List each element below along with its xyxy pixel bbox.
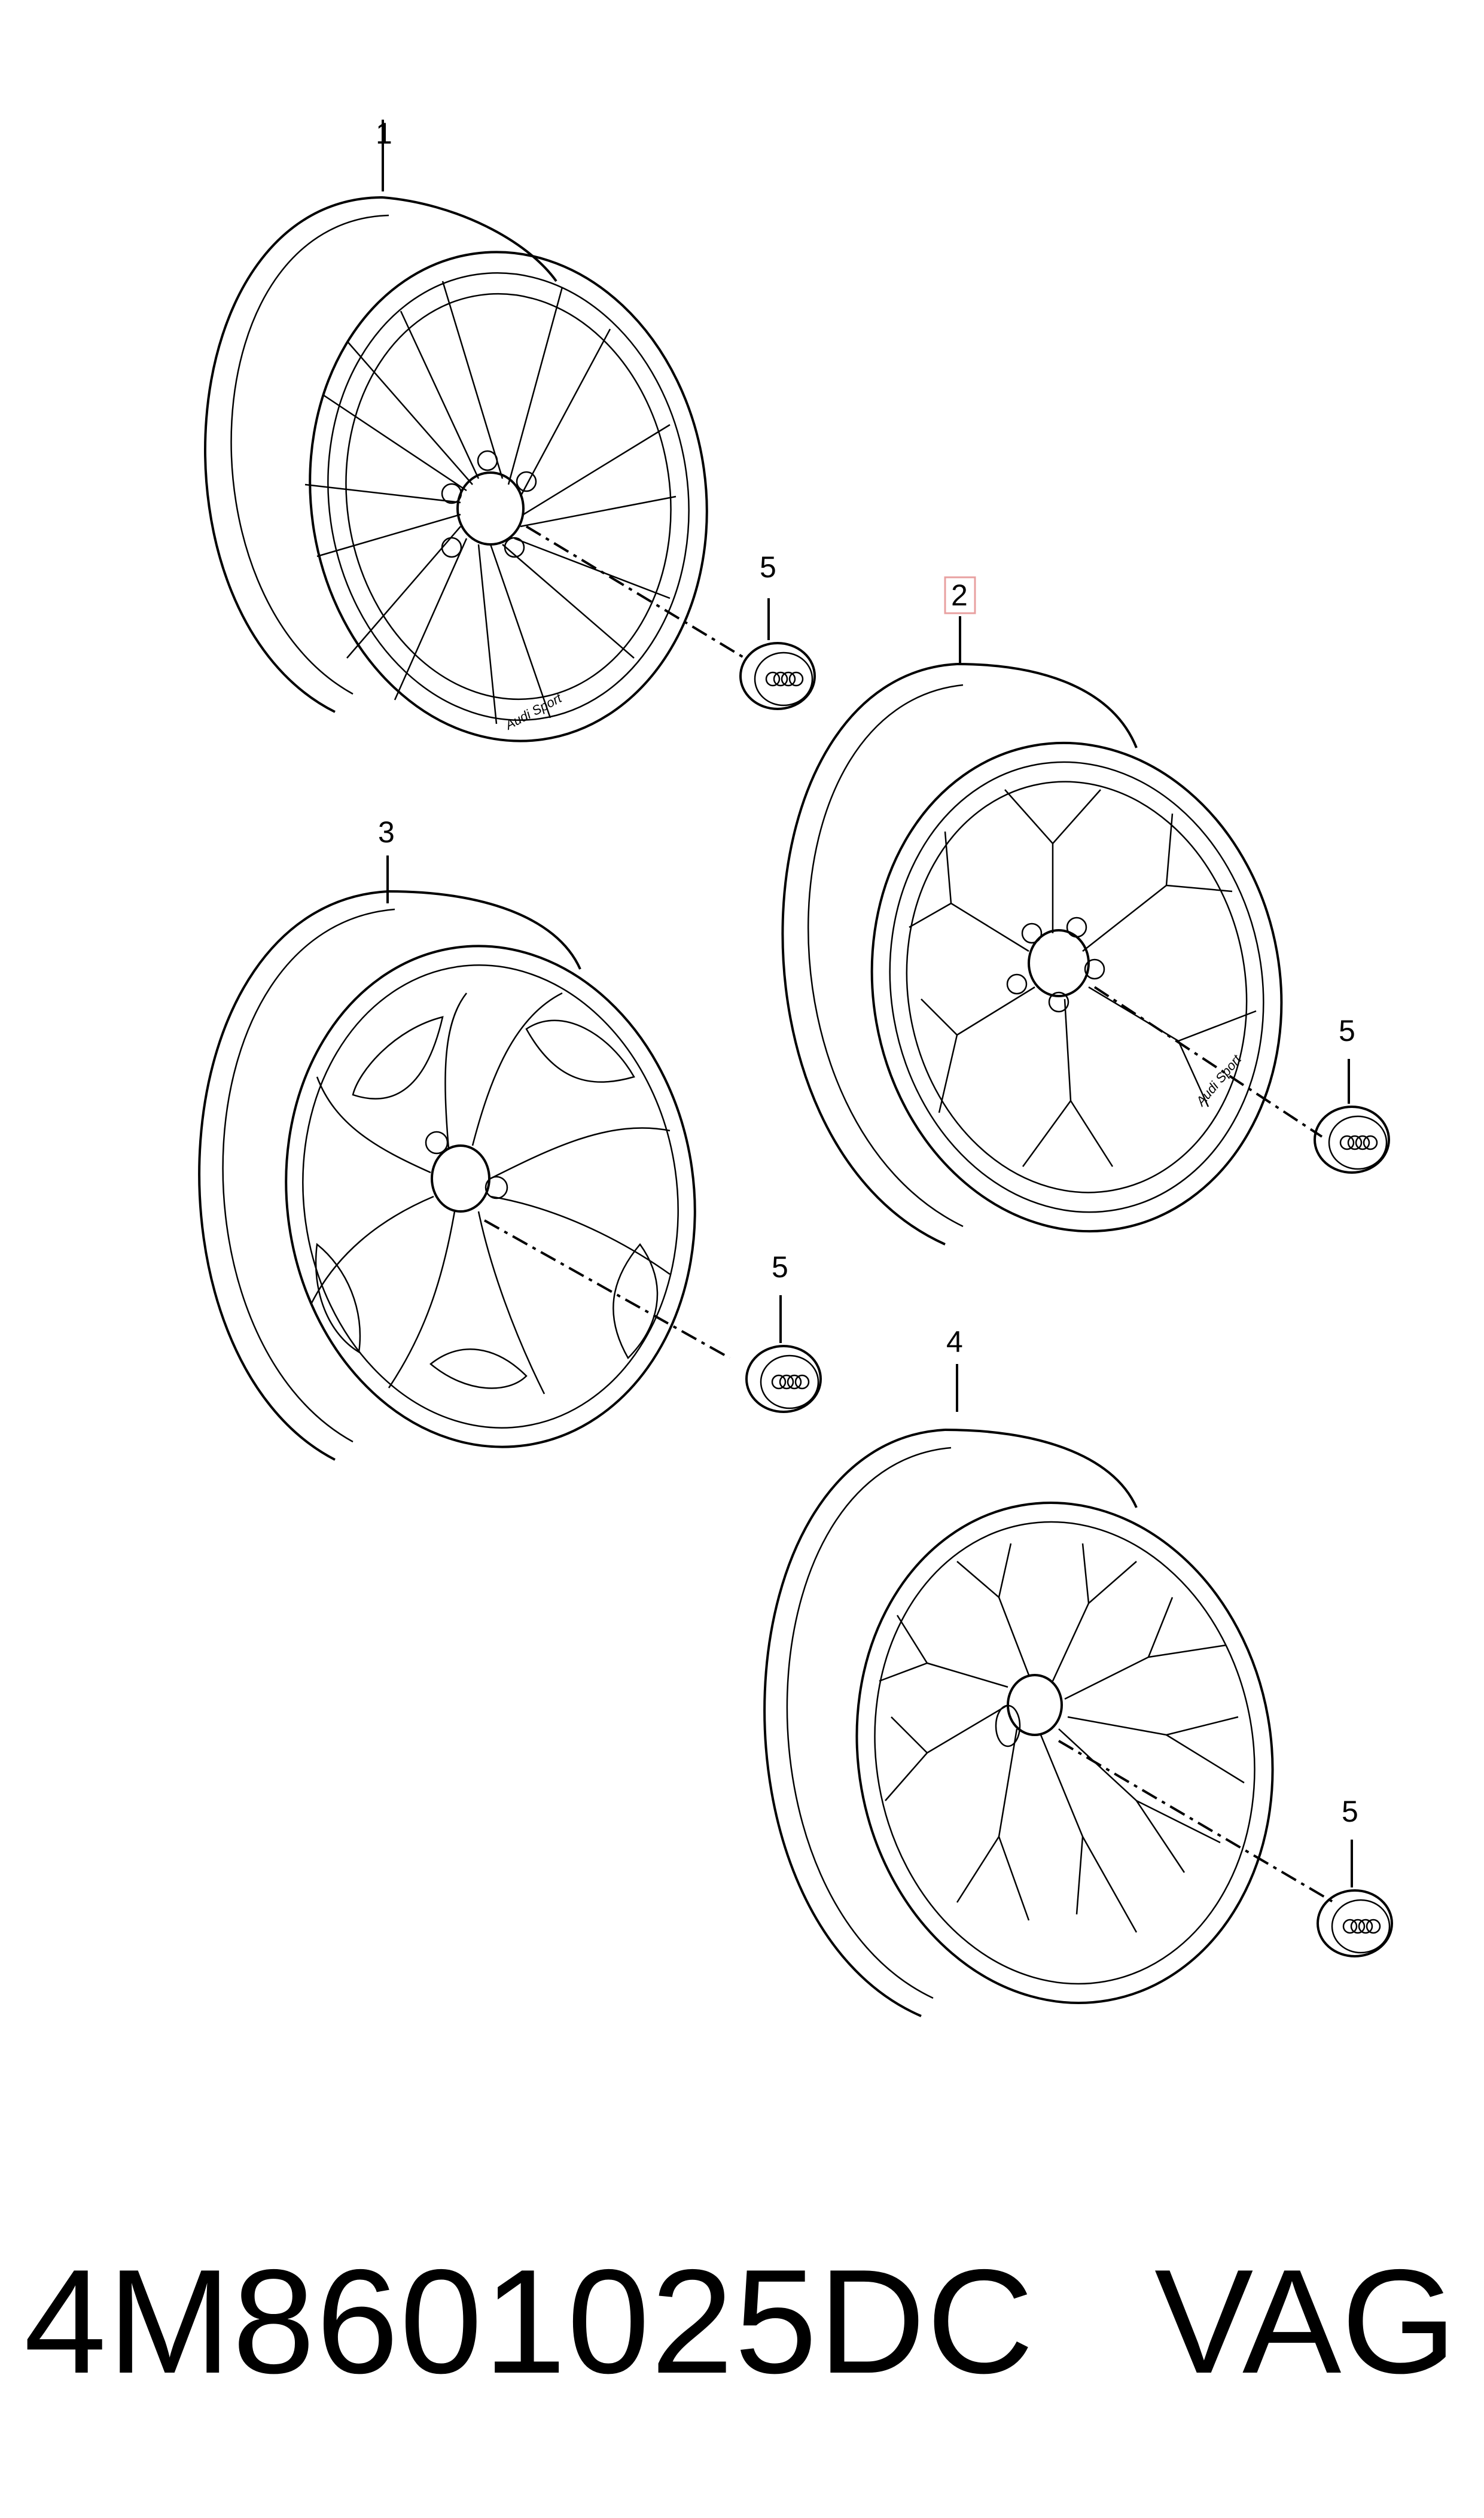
- callout-5d: 5: [1342, 1795, 1358, 1828]
- callout-3: 3: [378, 815, 395, 849]
- footer: 4M8601025DC VAG: [0, 2237, 1484, 2405]
- callout-5c: 5: [772, 1250, 788, 1284]
- center-cap-wheel-2: [1314, 1106, 1390, 1174]
- center-cap-wheel-3: [745, 1345, 822, 1413]
- wheel-1-spokes: [304, 281, 677, 724]
- wheel-1: Audi Sport: [204, 196, 746, 742]
- callout-5a: 5: [760, 550, 776, 584]
- manufacturer: VAG: [1154, 2238, 1457, 2404]
- callout-2: 2: [951, 578, 968, 612]
- wheel-3: [198, 890, 730, 1461]
- wheel-3-spokes: [310, 992, 671, 1395]
- center-cap-wheel-1: [739, 642, 816, 710]
- part-number: 4M8601025DC: [24, 2238, 1035, 2404]
- callout-1: 1: [376, 117, 392, 150]
- callout-5b: 5: [1339, 1014, 1355, 1048]
- wheel-4-spokes: [879, 1543, 1245, 1933]
- wheel-1-brand: Audi Sport: [502, 690, 565, 733]
- wheel-2: Audi Sport: [781, 663, 1323, 1246]
- callout-2-highlight: [944, 576, 976, 614]
- wheel-4: [763, 1429, 1335, 2017]
- callout-4: 4: [946, 1325, 963, 1359]
- wheel-2-spokes: [909, 789, 1257, 1167]
- center-cap-wheel-4: [1317, 1889, 1393, 1957]
